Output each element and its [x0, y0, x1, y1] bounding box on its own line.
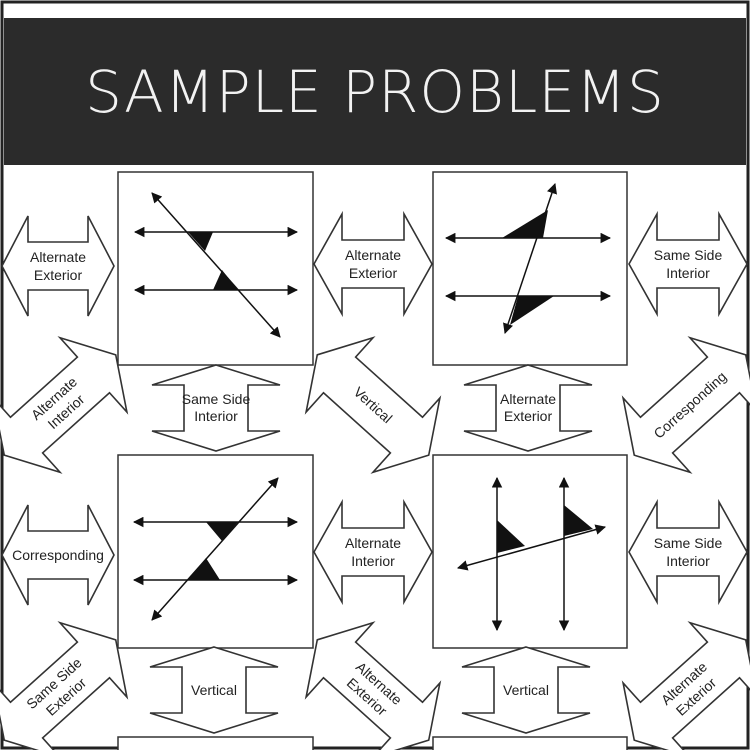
arrow-label: Same Side [182, 391, 251, 407]
double-arrow-shape [313, 210, 433, 318]
double-arrow-shape [151, 364, 281, 452]
double-arrow-shape [313, 498, 433, 606]
arrow-label: Alternate [500, 391, 556, 407]
angle-shade [502, 210, 548, 238]
diagram-box-5-partial [117, 736, 314, 750]
arrow-label: Alternate [345, 535, 401, 551]
angle-shade [206, 522, 238, 541]
angle-shade [188, 558, 220, 580]
arrow-label: Interior [351, 553, 395, 569]
double-arrow-shape [149, 646, 279, 734]
arrow-vert2-left: Vertical [149, 646, 279, 734]
double-arrow-shape [628, 210, 748, 318]
angle-shade [497, 520, 525, 553]
arrow-label: Same Side [654, 247, 723, 263]
arrow-label: Alternate [345, 247, 401, 263]
double-arrow-shape [463, 364, 593, 452]
double-arrow-shape [0, 621, 129, 750]
double-arrow-shape [304, 621, 442, 750]
arrow-label: Corresponding [12, 547, 104, 563]
double-arrow-shape [1, 504, 115, 606]
diagram-box-1 [117, 171, 314, 366]
arrow-label: Exterior [504, 408, 553, 424]
arrow-label: Same Side [654, 535, 723, 551]
arrow-label: Interior [194, 408, 238, 424]
angle-shade [188, 232, 213, 251]
diagram-box-6-partial [432, 736, 628, 750]
angle-shade [213, 270, 238, 290]
arrow-diag1-middle: Vertical [304, 336, 442, 474]
arrow-label: Exterior [34, 267, 83, 283]
arrow-label: Exterior [349, 265, 398, 281]
double-arrow-shape [621, 336, 750, 474]
double-arrow-shape [621, 621, 750, 750]
title-banner: SAMPLE PROBLEMS [4, 18, 746, 165]
arrow-label: Vertical [191, 682, 237, 698]
angle-shade [510, 296, 554, 325]
diagram-box-3 [117, 454, 314, 649]
double-arrow-shape [304, 336, 442, 474]
arrow-vert2-right: Vertical [461, 646, 591, 734]
diagram-box-2 [432, 171, 628, 366]
arrow-label: Interior [666, 265, 710, 281]
arrow-row2-left: Corresponding [1, 504, 115, 606]
double-arrow-shape [628, 498, 748, 606]
arrow-label: Vertical [503, 682, 549, 698]
angle-shade [564, 505, 593, 536]
double-arrow-shape [461, 646, 591, 734]
arrow-label: Alternate [30, 249, 86, 265]
arrow-label: Interior [666, 553, 710, 569]
diagram-box-4 [432, 454, 628, 649]
banner-title: SAMPLE PROBLEMS [85, 58, 665, 126]
double-arrow-shape [1, 215, 115, 317]
double-arrow-shape [0, 336, 129, 474]
